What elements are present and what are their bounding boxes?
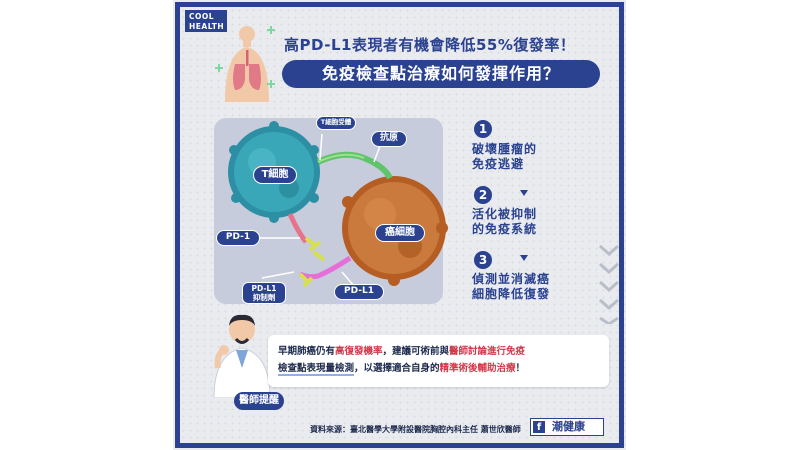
step-1-number: 1 (474, 120, 492, 138)
step-3-text: 偵測並消滅癌 細胞降低復發 (472, 272, 550, 302)
step-1-line1: 破壞腫瘤的 (472, 142, 538, 156)
step-3-number: 3 (474, 251, 492, 269)
advice-part3: ，建議可術前與 (382, 346, 450, 357)
antigen-label: 抗原 (371, 131, 407, 147)
pd1-label: PD-1 (216, 230, 260, 246)
logo-line2: HEALTH (189, 22, 225, 31)
inhibitor-line2: 抑制劑 (252, 293, 276, 302)
step-2-text: 活化被抑制 的免疫系統 (472, 207, 537, 237)
facebook-icon: f (533, 421, 545, 433)
subheadline-banner: 免疫檢查點治療如何發揮作用？ (282, 60, 600, 88)
step-1-line2: 免疫逃避 (472, 157, 525, 171)
tcr-label: T細胞受體 (316, 116, 356, 130)
inhibitor-line1: PD-L1 (251, 284, 277, 293)
pdl1-label: PD-L1 (334, 284, 384, 300)
cool-health-logo: COOL HEALTH (185, 10, 227, 32)
t-cell-label: T細胞 (253, 166, 297, 184)
advice-highlight-test: 檢查點表現量檢測 (278, 363, 355, 376)
chevron-decoration-icon (599, 244, 619, 324)
brand-badge[interactable]: f 潮健康 (530, 418, 604, 436)
logo-line1: COOL (189, 12, 215, 21)
lungs-body-icon (215, 26, 275, 102)
brand-name: 潮健康 (552, 420, 585, 433)
step-3-line1: 偵測並消滅癌 (472, 272, 551, 286)
pdl1-inhibitor-label: PD-L1 抑制劑 (242, 282, 286, 304)
step-2-arrow-icon (520, 190, 528, 196)
step-2-number: 2 (474, 186, 492, 204)
tumor-cell-label: 癌細胞 (375, 224, 425, 242)
doctor-illustration (213, 314, 271, 398)
advice-text: 早期肺癌仍有高復發機率，建議可術前與醫師討論進行免疫檢查點表現量檢測，以選擇適合… (278, 343, 603, 377)
step-2-line2: 的免疫系統 (472, 222, 538, 236)
step-3-line2: 細胞降低復發 (472, 287, 551, 301)
advice-part8: ！ (515, 363, 526, 374)
advice-highlight-recurrence: 高復發機率 (335, 346, 383, 357)
step-2-line1: 活化被抑制 (472, 207, 538, 221)
advice-highlight-discuss: 醫師討論進行免疫 (449, 346, 526, 357)
advice-box (268, 335, 609, 387)
headline: 高PD-L1表現者有機會降低55%復發率！ (284, 36, 576, 54)
step-1-text: 破壞腫瘤的 免疫逃避 (472, 142, 537, 172)
source-citation: 資料來源：臺北醫學大學附設醫院胸腔內科主任 蕭世欣醫師 (310, 425, 521, 434)
doctor-reminder-badge: 醫師提醒 (234, 392, 284, 410)
advice-part1: 早期肺癌仍有 (278, 346, 336, 357)
immune-diagram (228, 121, 448, 288)
step-3-arrow-icon (520, 255, 528, 261)
advice-highlight-treatment: 精準術後輔助治療 (439, 363, 516, 374)
advice-part6: ，以選擇適合自身的 (354, 363, 440, 374)
